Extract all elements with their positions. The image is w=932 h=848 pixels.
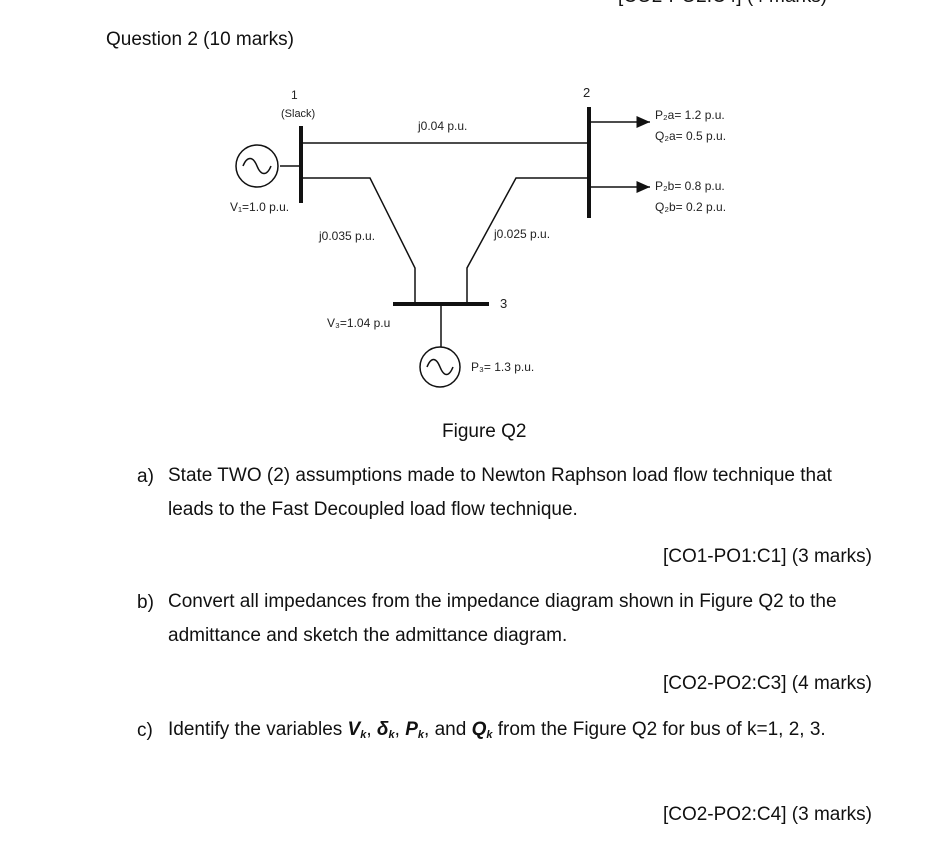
var-q: Q xyxy=(471,719,487,740)
line-1-3 xyxy=(301,177,416,304)
bus1-number: 1 xyxy=(291,88,298,102)
header-fragment: [CO2-PO2:C4] (4 marks) xyxy=(618,0,827,8)
part-c-text-before: Identify the variables xyxy=(168,719,348,740)
load2b-q: Q₂b= 0.2 p.u. xyxy=(655,200,726,214)
bus3-voltage: V₃=1.04 p.u xyxy=(327,316,390,330)
part-a-marks: [CO1-PO1:C1] (3 marks) xyxy=(662,546,872,567)
part-c-text-after: from the Figure Q2 for bus of k=1, 2, 3. xyxy=(492,719,826,740)
var-v-sub: k xyxy=(360,729,367,741)
question-title: Question 2 (10 marks) xyxy=(106,29,294,50)
figure-caption: Figure Q2 xyxy=(442,421,527,442)
var-p-sub: k xyxy=(417,729,425,741)
part-a-letter: a) xyxy=(137,466,154,487)
part-b-letter: b) xyxy=(137,592,154,613)
sep: , xyxy=(394,719,406,740)
line12-impedance: j0.04 p.u. xyxy=(417,119,467,133)
part-c-letter: c) xyxy=(137,720,153,741)
bus1-voltage: V₁=1.0 p.u. xyxy=(230,200,289,214)
part-b-text: Convert all impedances from the impedanc… xyxy=(168,591,837,646)
var-q-sub: k xyxy=(486,729,493,741)
sep: , and xyxy=(424,719,472,740)
line-2-3 xyxy=(466,177,589,304)
bus3-number: 3 xyxy=(500,296,507,311)
load2b-p: P₂b= 0.8 p.u. xyxy=(655,179,725,193)
power-system-diagram: 1 (Slack) V₁=1.0 p.u. 2 3 V₃=1.04 p.u P₃… xyxy=(230,85,726,388)
line13-impedance: j0.035 p.u. xyxy=(318,229,375,243)
sine-wave-icon xyxy=(242,157,272,175)
sep: , xyxy=(366,719,377,740)
line23-impedance: j0.025 p.u. xyxy=(493,227,550,241)
var-delta-sub: k xyxy=(388,729,395,741)
var-delta: δ xyxy=(376,719,389,740)
bus2-number: 2 xyxy=(583,85,590,100)
part-b-marks: [CO2-PO2:C3] (4 marks) xyxy=(662,673,872,694)
sine-wave-icon xyxy=(426,358,454,376)
part-c-marks: [CO2-PO2:C4] (3 marks) xyxy=(662,804,872,825)
generator-1-icon xyxy=(235,144,279,188)
generator-3-icon xyxy=(419,346,461,388)
bus3-power: P₃= 1.3 p.u. xyxy=(471,360,534,374)
part-c-text: Identify the variables Vk, δk, Pk, and Q… xyxy=(168,713,880,752)
load2a-p: P₂a= 1.2 p.u. xyxy=(655,108,725,122)
bus1-label: (Slack) xyxy=(281,108,315,120)
var-p: P xyxy=(405,719,418,740)
var-v: V xyxy=(347,719,361,740)
load2a-q: Q₂a= 0.5 p.u. xyxy=(655,129,726,143)
part-a-text: State TWO (2) assumptions made to Newton… xyxy=(168,465,832,520)
